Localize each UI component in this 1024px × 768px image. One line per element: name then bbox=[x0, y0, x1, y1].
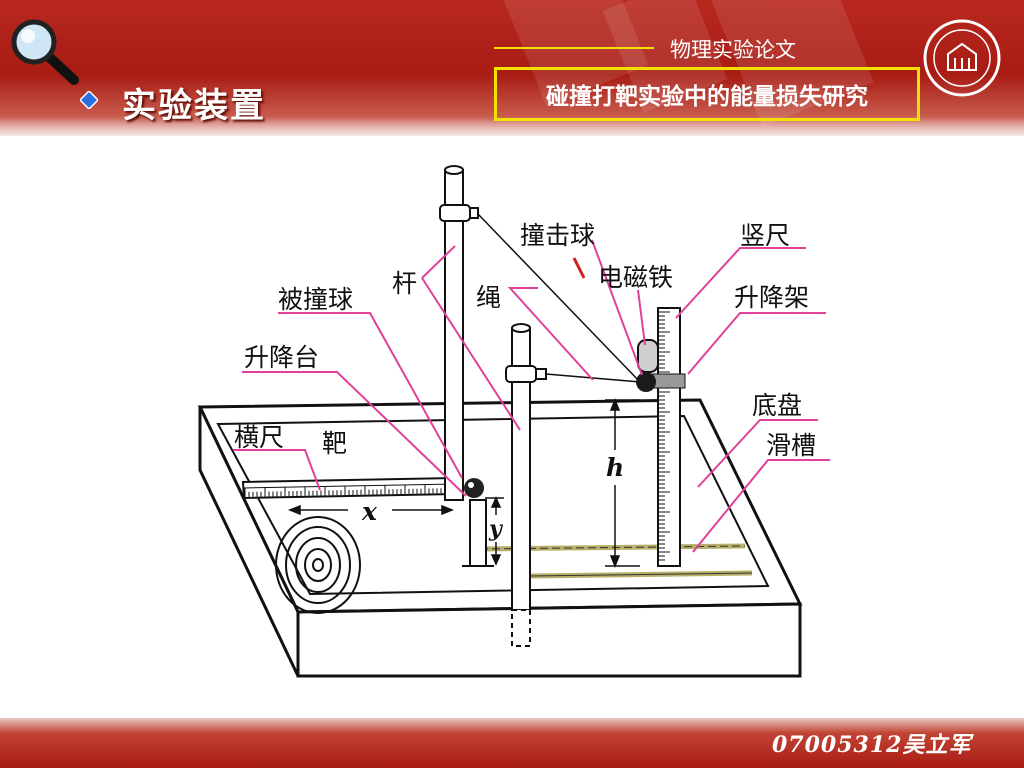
footer-banner bbox=[0, 718, 1024, 768]
topic-box: 碰撞打靶实验中的能量损失研究 bbox=[494, 67, 920, 121]
var-y-label: y bbox=[488, 516, 504, 542]
university-seal-icon bbox=[923, 19, 1001, 97]
subject-underline bbox=[494, 47, 654, 49]
label-impact-ball: 撞击球 bbox=[520, 221, 595, 250]
label-vertical-ruler: 竖尺 bbox=[740, 221, 790, 250]
label-horizontal-ruler: 横尺 bbox=[234, 423, 284, 452]
target-rings bbox=[275, 516, 361, 614]
x-dimension bbox=[287, 504, 455, 516]
rope-line bbox=[477, 213, 641, 383]
label-struck-ball: 被撞球 bbox=[278, 285, 353, 314]
impact-pointer bbox=[572, 257, 586, 279]
horizontal-ruler bbox=[241, 476, 458, 500]
y-dimension bbox=[485, 496, 504, 566]
label-lifting-frame: 升降架 bbox=[734, 283, 809, 312]
var-h-label: h bbox=[606, 453, 624, 482]
topic-title: 碰撞打靶实验中的能量损失研究 bbox=[546, 84, 868, 110]
diamond-bullet-icon bbox=[80, 91, 98, 109]
author-id: 07005312吴立军 bbox=[772, 732, 972, 758]
leader-lines bbox=[233, 239, 830, 553]
height-dimension bbox=[605, 397, 640, 569]
label-electromagnet: 电磁铁 bbox=[598, 263, 673, 292]
magnifier-icon bbox=[11, 19, 79, 85]
label-base-plate: 底盘 bbox=[752, 391, 802, 420]
section-title: 实验装置 bbox=[122, 86, 266, 126]
label-slide-groove: 滑槽 bbox=[766, 431, 816, 460]
lifting-platform bbox=[462, 499, 494, 567]
electromagnet bbox=[636, 339, 659, 392]
rope-line-2 bbox=[545, 373, 641, 383]
subject-label: 物理实验论文 bbox=[670, 38, 796, 62]
label-rod: 杆 bbox=[392, 269, 417, 298]
header-gloss bbox=[0, 118, 1024, 136]
struck-ball bbox=[464, 478, 484, 498]
rod-center bbox=[505, 323, 547, 647]
label-target: 靶 bbox=[322, 429, 347, 458]
var-x-label: x bbox=[361, 497, 378, 526]
label-lifting-platform: 升降台 bbox=[244, 343, 319, 372]
apparatus-diagram: h x y 杆 撞击球 竖尺 绳 电磁铁 升降架 被撞球 升降台 底盘 bbox=[197, 165, 830, 678]
label-rope: 绳 bbox=[476, 283, 501, 312]
vertical-ruler bbox=[652, 307, 686, 567]
